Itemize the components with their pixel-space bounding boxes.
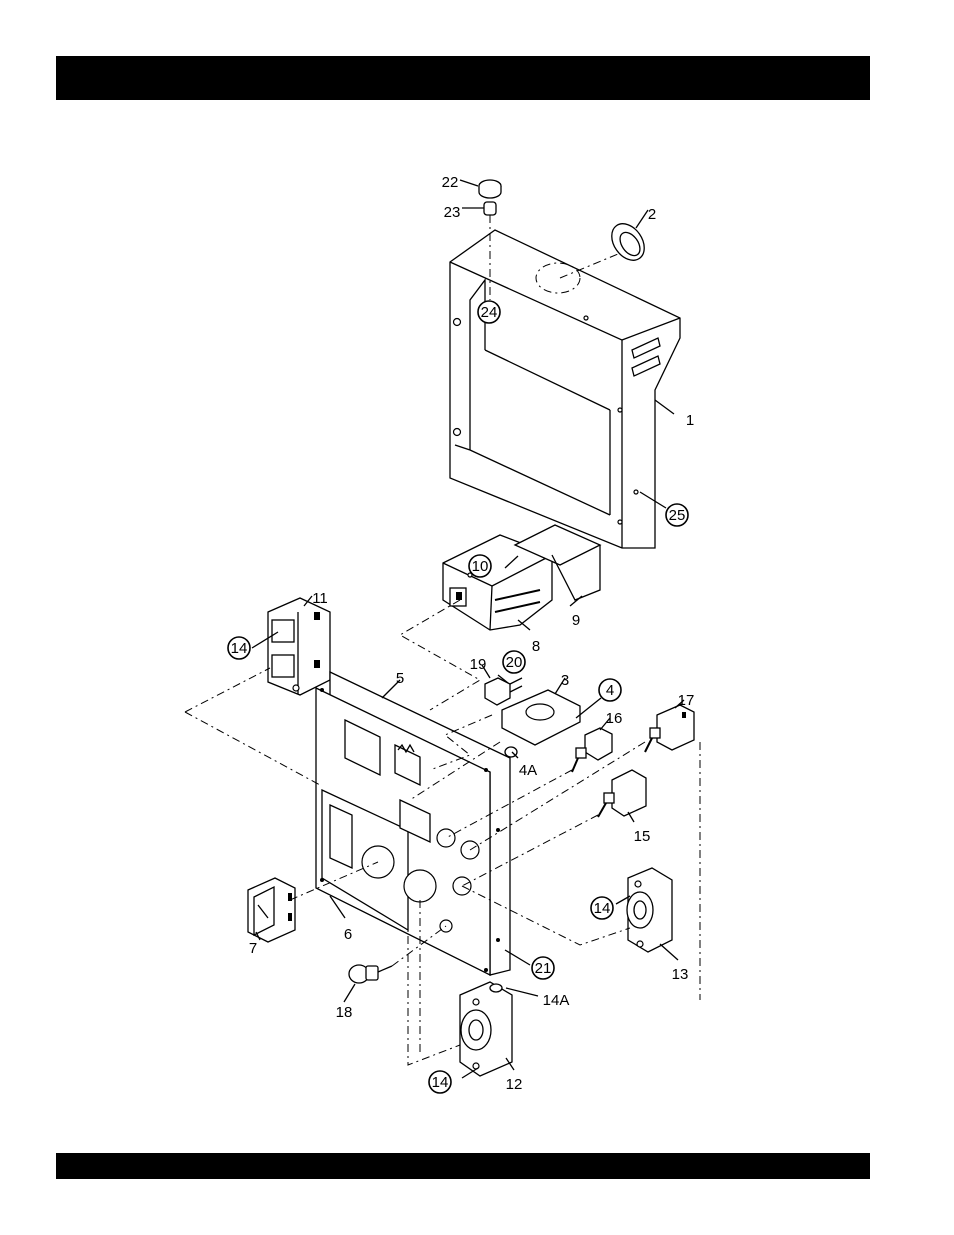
callout-18: 18 [336, 1004, 353, 1021]
callout-number: 4A [519, 762, 537, 779]
callout-8: 8 [532, 638, 540, 655]
callout-6: 6 [344, 926, 352, 943]
callout-number: 14 [231, 640, 248, 657]
callout-14: 14 [429, 1071, 451, 1093]
callout-21: 21 [532, 957, 554, 979]
callout-19: 19 [470, 656, 487, 673]
control-box-cover [450, 230, 680, 548]
callout-number: 15 [634, 828, 651, 845]
callout-number: 19 [470, 656, 487, 673]
callout-number: 14 [432, 1074, 449, 1091]
callout-number: 6 [344, 926, 352, 943]
callout-13: 13 [672, 966, 689, 983]
callout-number: 7 [249, 940, 257, 957]
toggle-switch-17 [645, 705, 694, 752]
callout-9: 9 [572, 612, 580, 629]
callout-number: 14 [594, 900, 611, 917]
callout-4a: 4A [519, 762, 537, 779]
callout-number: 20 [506, 654, 523, 671]
callout-5: 5 [396, 670, 404, 687]
callout-number: 21 [535, 960, 552, 977]
callout-number: 18 [336, 1004, 353, 1021]
callout-number: 10 [472, 558, 489, 575]
callout-23: 23 [444, 204, 461, 221]
callout-number: 22 [442, 174, 459, 191]
callout-25: 25 [666, 504, 688, 526]
callout-number: 24 [481, 304, 498, 321]
callout-4: 4 [599, 679, 621, 701]
callout-number: 25 [669, 507, 686, 524]
callout-number: 16 [606, 710, 623, 727]
callout-14: 14 [591, 897, 613, 919]
callout-2: 2 [648, 206, 656, 223]
callout-15: 15 [634, 828, 651, 845]
gfci-receptacle [268, 598, 330, 695]
callout-11: 11 [312, 590, 328, 607]
callout-12: 12 [506, 1076, 523, 1093]
callout-number: 9 [572, 612, 580, 629]
callout-14a: 14A [543, 992, 570, 1009]
callout-16: 16 [606, 710, 623, 727]
toggle-switch-16 [572, 728, 612, 772]
callout-number: 23 [444, 204, 461, 221]
callout-17: 17 [678, 692, 695, 709]
callout-number: 8 [532, 638, 540, 655]
callout-number: 3 [561, 672, 569, 689]
toggle-switch-15 [598, 770, 646, 817]
receptacle-12 [460, 982, 512, 1076]
callout-1: 1 [686, 412, 694, 429]
mounting-bracket [502, 690, 580, 745]
callout-number: 5 [396, 670, 404, 687]
callout-number: 14A [543, 992, 570, 1009]
callout-20: 20 [503, 651, 525, 673]
callout-14: 14 [228, 637, 250, 659]
receptacle-13 [627, 868, 672, 952]
callout-number: 13 [672, 966, 689, 983]
callout-number: 2 [648, 206, 656, 223]
callout-7: 7 [249, 940, 257, 957]
callout-24: 24 [478, 301, 500, 323]
callout-number: 1 [686, 412, 694, 429]
callout-22: 22 [442, 174, 459, 191]
callout-number: 11 [312, 590, 328, 607]
pilot-lamp [349, 965, 392, 983]
voltage-selector [485, 678, 522, 705]
callout-number: 17 [678, 692, 695, 709]
callout-number: 12 [506, 1076, 523, 1093]
callout-number: 4 [606, 682, 614, 699]
callout-3: 3 [561, 672, 569, 689]
callout-10: 10 [469, 555, 491, 577]
ammeter [248, 878, 295, 942]
